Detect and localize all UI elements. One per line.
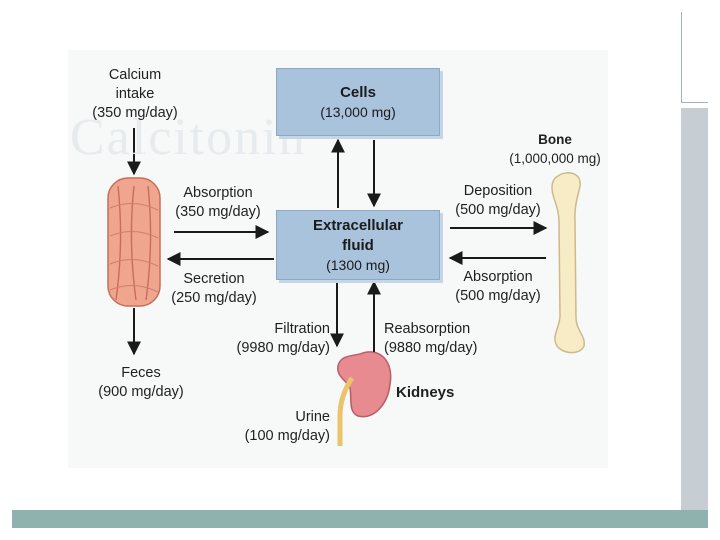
- cells-box: Cells (13,000 mg): [276, 68, 440, 136]
- slide-bottom-bar: [12, 510, 708, 528]
- slide-right-bar: [681, 108, 708, 510]
- ecf-title-line1: Extracellular: [312, 216, 404, 234]
- feces-label: Feces (900 mg/day): [98, 365, 184, 400]
- ecf-title-line2: fluid: [342, 236, 374, 254]
- cells-amount: (13,000 mg): [320, 103, 396, 120]
- intestine-illustration: [107, 177, 161, 307]
- bone-label: Bone (1,000,000 mg): [509, 132, 601, 166]
- absorption-gut-label: Absorption (350 mg/day): [175, 185, 261, 220]
- flow-arrows: [127, 128, 548, 356]
- ecf-amount: (1300 mg): [326, 256, 390, 273]
- extracellular-fluid-box: Extracellular fluid (1300 mg): [276, 210, 440, 280]
- slide-corner-line-horizontal: [681, 102, 708, 103]
- slide-corner-line-vertical: [681, 12, 682, 102]
- reabsorption-label: Reabsorption (9880 mg/day): [384, 321, 478, 356]
- secretion-label: Secretion (250 mg/day): [171, 271, 257, 306]
- kidney-illustration: [337, 351, 392, 446]
- absorption-bone-label: Absorption (500 mg/day): [455, 269, 541, 304]
- bone-illustration: [551, 172, 585, 354]
- cells-title: Cells: [340, 83, 376, 101]
- deposition-label: Deposition (500 mg/day): [455, 183, 541, 218]
- calcium-intake-label: Calcium intake (350 mg/day): [92, 67, 178, 121]
- background-watermark: Calcitonin: [70, 109, 307, 166]
- urine-label: Urine (100 mg/day): [244, 409, 330, 444]
- kidneys-label: Kidneys: [396, 384, 455, 401]
- filtration-label: Filtration (9980 mg/day): [236, 321, 331, 356]
